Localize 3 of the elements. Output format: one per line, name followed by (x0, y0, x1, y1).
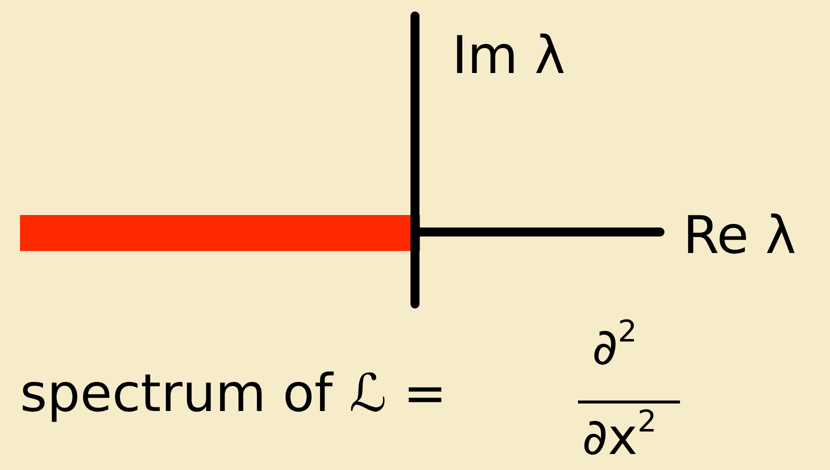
axis-label: Im λ (452, 30, 566, 82)
caption-text: spectrum of ℒ = (20, 368, 447, 420)
axis-label: Re λ (683, 210, 796, 262)
